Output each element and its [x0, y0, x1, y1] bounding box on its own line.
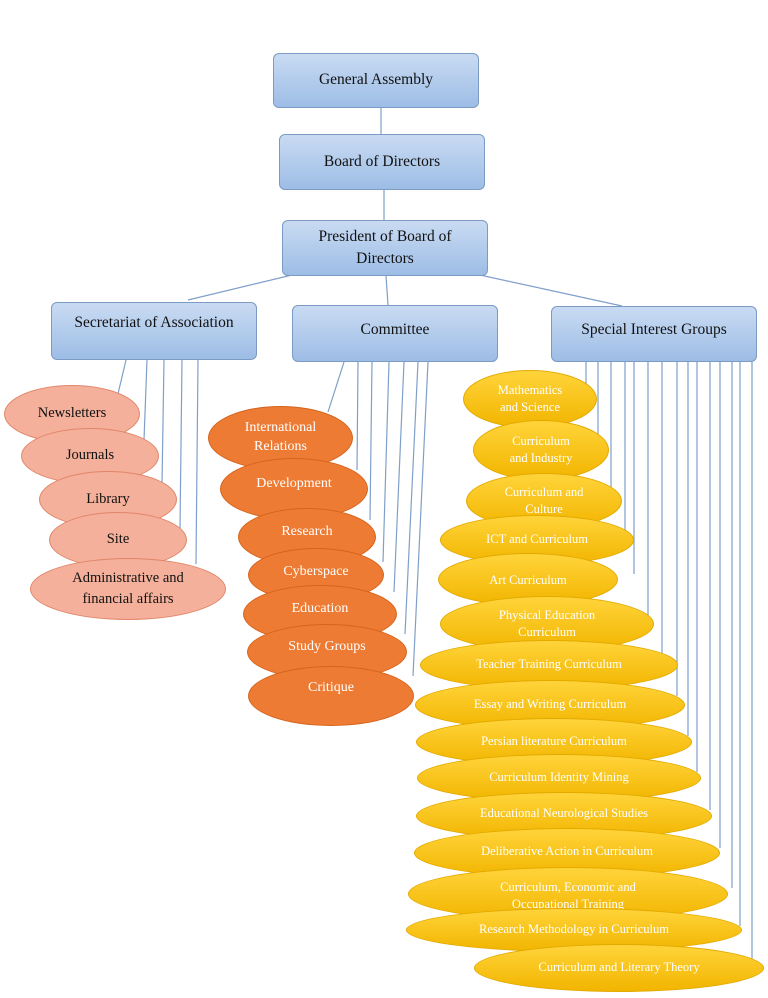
secretariat-item-administrative: Administrative and financial affairs: [30, 558, 226, 620]
secretariat-box: Secretariat of Association: [51, 302, 257, 360]
general-assembly-box: General Assembly: [273, 53, 479, 108]
president-box: President of Board of Directors: [282, 220, 488, 276]
connector-secretariat-item: [143, 359, 148, 441]
board-of-directors-box: Board of Directors: [279, 134, 485, 190]
connector-committee-item: [412, 361, 429, 677]
connector-secretariat-item: [161, 359, 165, 485]
connector-president-committee: [385, 275, 389, 306]
sig-item-curriculum-and-literary-theory: Curriculum and Literary Theory: [474, 944, 764, 992]
connector-committee-item: [393, 361, 405, 593]
connector-committee-item: [369, 361, 373, 521]
connector-president-secretariat: [187, 274, 293, 301]
connector-committee-item: [404, 361, 419, 635]
committee-item-international-relations: International Relations: [208, 406, 353, 470]
special-interest-groups-box: Special Interest Groups: [551, 306, 757, 362]
connector-secretariat-item: [116, 359, 127, 399]
connector-committee-item: [356, 361, 359, 471]
committee-item-study-groups: Study Groups: [247, 624, 407, 680]
committee-box: Committee: [292, 305, 498, 362]
sig-item-mathematics-and-science: Mathematics and Science: [463, 370, 597, 428]
connector-secretariat-item: [195, 359, 199, 565]
connector-committee-item: [382, 361, 390, 563]
sig-item-essay-and-writing-curriculum: Essay and Writing Curriculum: [415, 680, 685, 730]
committee-item-critique: Critique: [248, 666, 414, 726]
connector-president-sig: [479, 274, 623, 307]
sig-item-curriculum-and-industry: Curriculum and Industry: [473, 420, 609, 480]
connector-committee-item: [327, 361, 345, 413]
connector-secretariat-item: [179, 359, 183, 529]
